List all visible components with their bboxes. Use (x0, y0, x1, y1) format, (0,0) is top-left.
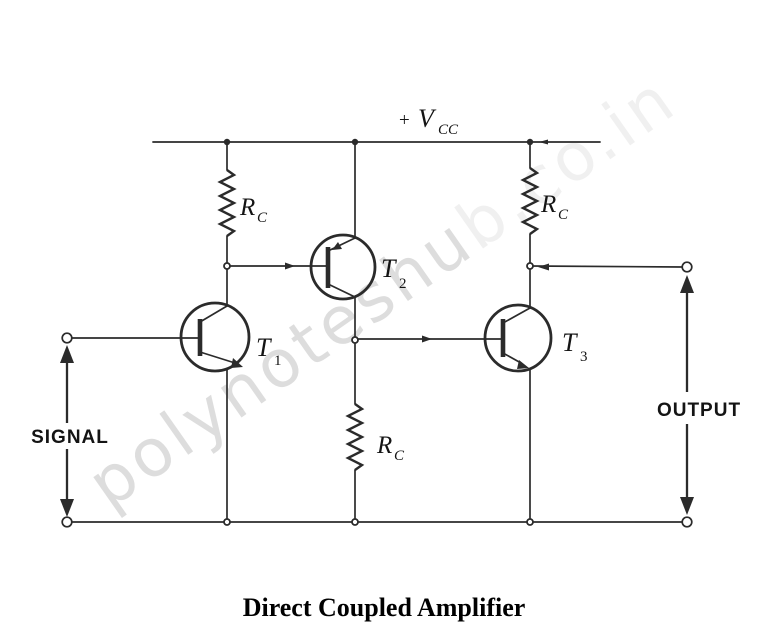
terminals (61, 261, 693, 528)
emitter-arrow (332, 242, 342, 250)
rc-sub: C (558, 207, 569, 223)
rc-left-label: R C (239, 194, 268, 226)
emitter-arrow (231, 358, 243, 368)
base-wire-arrow (285, 262, 295, 270)
junction-dots (223, 138, 534, 526)
collector-lead (327, 283, 356, 298)
vcc-rail-tick (539, 139, 548, 145)
transistor-circle (309, 233, 377, 301)
t3-label: T 3 (562, 328, 588, 365)
t-main: T (562, 328, 578, 357)
output-label: OUTPUT (657, 400, 741, 421)
output-wire (529, 263, 683, 271)
collector-lead (502, 307, 531, 324)
rc-sub: C (257, 210, 268, 226)
junction-node (526, 518, 534, 526)
resistor-rc-left (217, 141, 237, 307)
junction-node (526, 262, 534, 270)
arrow-down (60, 499, 74, 517)
t-sub: 3 (580, 349, 588, 365)
junction-node (223, 262, 231, 270)
watermark-highlight-band (453, 0, 768, 310)
vcc-label: + V CC (399, 104, 459, 138)
t-main: T (381, 254, 397, 283)
arrow-up (680, 275, 694, 293)
junction-node (223, 518, 231, 526)
resistor-zigzag (520, 167, 540, 235)
emitter-lead (199, 351, 236, 364)
figure-title: Direct Coupled Amplifier (243, 593, 526, 622)
transistor-t2 (226, 141, 377, 341)
resistor-rc-right (520, 141, 540, 309)
emitter-lead (327, 237, 356, 252)
t-sub: 1 (274, 353, 282, 369)
base-wire-arrow (422, 335, 432, 343)
output-terminal-bottom (681, 516, 693, 528)
vcc-plus: + (399, 110, 410, 131)
rc-sub: C (394, 448, 405, 464)
input-terminal-bottom (61, 516, 73, 528)
transistor-circle (179, 301, 251, 373)
transistor-t1 (71, 301, 251, 523)
rc-main: R (540, 191, 556, 218)
input-terminal-top (61, 332, 73, 344)
watermark: polynoteshub.co.in (74, 0, 768, 523)
component-labels: + V CC R C R C R C T 1 T 2 T 3 (239, 104, 588, 464)
rc-middle-label: R C (376, 432, 405, 464)
emitter-lead (502, 352, 522, 364)
arrow-up (60, 345, 74, 363)
output-terminal-top (681, 261, 693, 273)
output-arrow: OUTPUT (657, 275, 741, 515)
junction-dot (526, 138, 534, 146)
transistor-t3 (354, 303, 553, 523)
resistor-rc-middle (345, 339, 365, 523)
signal-arrow: SIGNAL (31, 345, 109, 517)
junction-dot (223, 138, 231, 146)
emitter-arrow (517, 360, 529, 369)
t-sub: 2 (399, 276, 407, 292)
t-main: T (256, 333, 272, 362)
transistor-circle (483, 303, 553, 373)
rc-right-label: R C (540, 191, 569, 223)
vcc-main: V (418, 104, 437, 133)
output-wire-arrow (538, 263, 549, 271)
signal-label: SIGNAL (31, 427, 109, 448)
rc-main: R (239, 194, 255, 221)
t2-label: T 2 (381, 254, 407, 292)
collector-lead (199, 305, 228, 323)
junction-node (351, 336, 359, 344)
vcc-sub: CC (438, 122, 459, 138)
resistor-zigzag (217, 169, 237, 237)
rc-main: R (376, 432, 392, 459)
junction-node (351, 518, 359, 526)
t1-label: T 1 (256, 333, 282, 369)
wire (529, 265, 683, 268)
arrow-down (680, 497, 694, 515)
junction-dot (351, 138, 359, 146)
resistor-zigzag (345, 403, 365, 471)
